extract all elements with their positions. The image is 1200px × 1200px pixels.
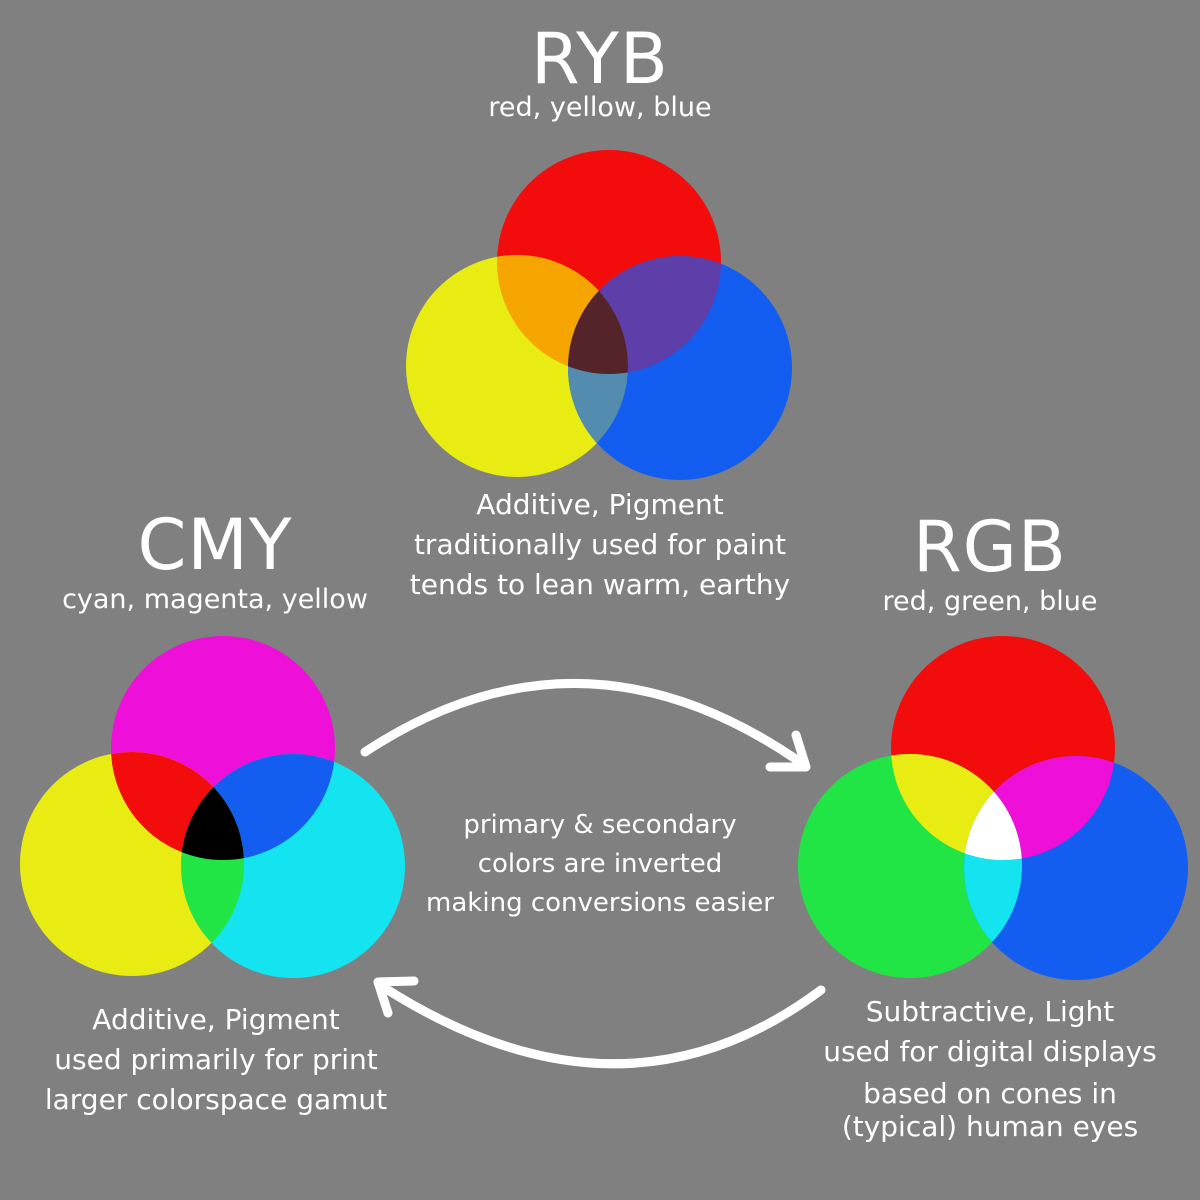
ryb-desc-line: traditionally used for paint [413,528,787,561]
center-note-line: primary & secondary [463,810,737,840]
cmy-subtitle: cyan, magenta, yellow [62,584,368,615]
rgb-red-blue-overlap [964,756,1115,860]
rgb-desc-line: (typical) human eyes [841,1110,1139,1143]
ryb-desc-line: tends to lean warm, earthy [409,568,791,601]
cmy-desc-line: Additive, Pigment [92,1003,340,1036]
cmy-desc-line: used primarily for print [54,1043,378,1076]
cmy-magenta-cyan-overlap [181,754,335,860]
ryb-title: RYB [531,18,669,100]
ryb-desc-line: Additive, Pigment [476,488,724,521]
ryb-subtitle: red, yellow, blue [488,92,712,123]
arrow-right-icon [360,678,811,772]
arrow-left-icon [373,976,826,1069]
rgb-description: Subtractive, Light used for digital disp… [800,992,1180,1142]
ryb-venn [406,150,792,480]
cmy-desc-line: larger colorspace gamut [44,1083,388,1116]
rgb-venn [798,636,1188,980]
center-note-line: colors are inverted [477,849,723,879]
rgb-desc-line: used for digital displays [823,1035,1157,1068]
cmy-venn [20,636,405,978]
rgb-red-green-overlap [891,754,1022,860]
ryb-description: Additive, Pigment traditionally used for… [360,485,840,605]
rgb-desc-line: based on cones in [863,1077,1117,1110]
cmy-magenta-yellow-overlap [111,752,244,860]
center-note: primary & secondary colors are inverted … [400,806,800,923]
cmy-title: CMY [137,504,293,586]
rgb-desc-line: Subtractive, Light [865,995,1115,1028]
rgb-title: RGB [913,506,1067,588]
cmy-description: Additive, Pigment used primarily for pri… [0,1000,432,1120]
center-note-line: making conversions easier [426,888,774,918]
rgb-subtitle: red, green, blue [882,586,1098,617]
